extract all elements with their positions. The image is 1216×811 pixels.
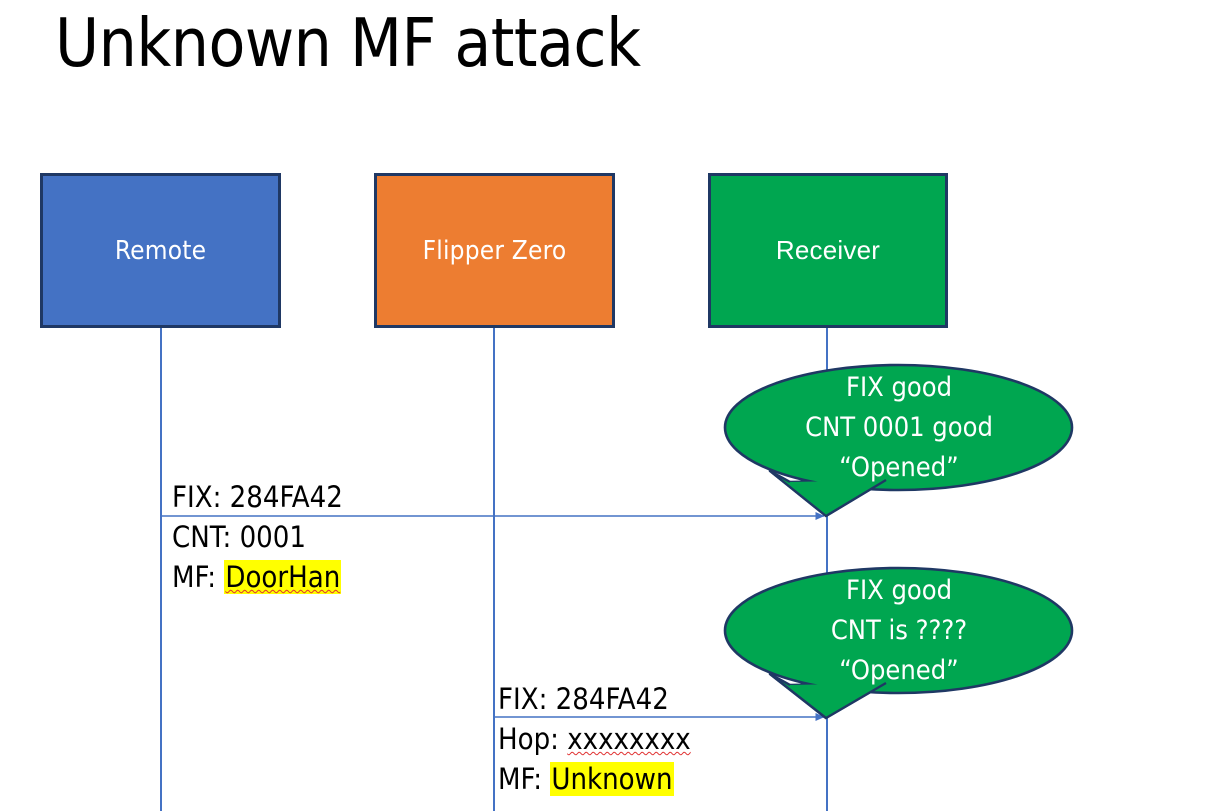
message-line-value: 0001	[239, 520, 306, 554]
message-line: MF: DoorHan	[172, 557, 343, 597]
message-line-prefix: MF:	[498, 762, 551, 796]
actor-box-remote[interactable]: Remote	[40, 173, 281, 328]
callout-first-signal-shape	[723, 363, 1074, 518]
message-line-value: 284FA42	[229, 480, 343, 514]
message-line-prefix: FIX:	[498, 682, 556, 716]
message-line-prefix: CNT:	[172, 520, 240, 554]
message-line: CNT: 0001	[172, 517, 343, 557]
message-line-value-spellchecked: xxxxxxxx	[567, 722, 691, 756]
message-line: FIX: 284FA42	[498, 679, 691, 719]
actor-box-flipper[interactable]: Flipper Zero	[374, 173, 615, 328]
message-label-flipper-to-receiver: FIX: 284FA42 Hop: xxxxxxxx MF: Unknown	[498, 679, 691, 799]
page-title: Unknown MF attack	[55, 4, 641, 82]
message-line: MF: Unknown	[498, 759, 691, 799]
message-label-remote-to-receiver: FIX: 284FA42 CNT: 0001 MF: DoorHan	[172, 477, 343, 597]
actor-box-receiver[interactable]: Receiver	[708, 173, 948, 328]
message-line-value: 284FA42	[555, 682, 669, 716]
message-line-prefix: MF:	[172, 560, 225, 594]
message-line: Hop: xxxxxxxx	[498, 719, 691, 759]
actor-label-receiver: Receiver	[775, 235, 881, 265]
message-line-value-highlighted: Unknown	[550, 762, 674, 796]
message-line-prefix: FIX:	[172, 480, 230, 514]
message-line: FIX: 284FA42	[172, 477, 343, 517]
callout-second-signal-shape	[723, 566, 1074, 720]
message-line-prefix: Hop:	[498, 722, 568, 756]
actor-label-remote: Remote	[114, 235, 207, 266]
message-line-value-highlighted: DoorHan	[224, 560, 342, 594]
actor-label-flipper: Flipper Zero	[422, 235, 567, 266]
